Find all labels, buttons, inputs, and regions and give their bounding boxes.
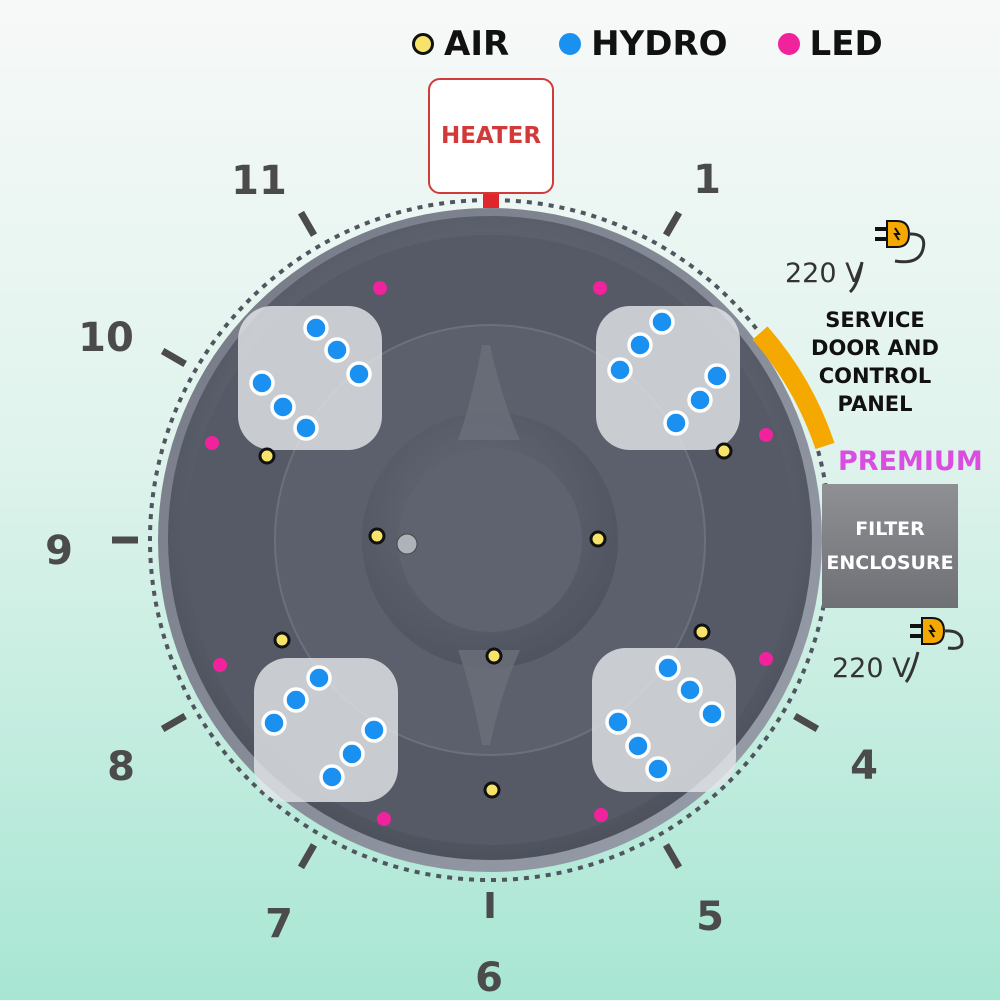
hydro-jet bbox=[249, 370, 275, 396]
service-line-3: CONTROL bbox=[818, 364, 932, 388]
hour-label-10: 10 bbox=[78, 315, 134, 361]
legend-led-label: LED bbox=[809, 24, 883, 64]
hydro-jet bbox=[677, 677, 703, 703]
led-light bbox=[759, 652, 773, 666]
clock-tick-10 bbox=[160, 347, 187, 368]
service-line-2: DOOR AND bbox=[811, 336, 939, 360]
service-line-4: PANEL bbox=[837, 392, 913, 416]
legend-led: LED bbox=[777, 24, 883, 64]
led-light bbox=[593, 281, 607, 295]
led-light bbox=[594, 808, 608, 822]
clock-tick-5 bbox=[662, 843, 683, 870]
led-light bbox=[377, 812, 391, 826]
hydro-jet bbox=[645, 756, 671, 782]
air-jet bbox=[485, 647, 503, 665]
filter-enclosure: FILTER ENCLOSURE bbox=[822, 484, 958, 608]
hydro-jet bbox=[699, 701, 725, 727]
plug-icon bbox=[910, 617, 964, 650]
hydro-jet bbox=[663, 410, 689, 436]
air-jet bbox=[715, 442, 733, 460]
hydro-jet bbox=[283, 687, 309, 713]
heater-label: HEATER bbox=[440, 123, 542, 149]
filter-line-1: FILTER bbox=[855, 518, 925, 540]
clock-tick-8 bbox=[160, 712, 187, 733]
tub-fin-top bbox=[458, 345, 520, 440]
air-dot-icon bbox=[412, 33, 434, 55]
service-line-1: SERVICE bbox=[825, 308, 925, 332]
clock-tick-4 bbox=[793, 712, 820, 733]
hydro-jet bbox=[649, 309, 675, 335]
hydro-jet bbox=[704, 363, 730, 389]
power-wire bbox=[848, 261, 864, 294]
hydro-jet bbox=[687, 387, 713, 413]
air-jet bbox=[258, 447, 276, 465]
hydro-jet bbox=[319, 764, 345, 790]
hydro-dot-icon bbox=[559, 33, 582, 55]
led-light bbox=[205, 436, 219, 450]
hydro-jet bbox=[361, 717, 387, 743]
led-light bbox=[373, 281, 387, 295]
led-light bbox=[759, 428, 773, 442]
hydro-jet bbox=[261, 710, 287, 736]
hydro-jet bbox=[605, 709, 631, 735]
hour-label-8: 8 bbox=[107, 744, 135, 790]
service-door-panel bbox=[752, 326, 835, 450]
legend-hydro: HYDRO bbox=[559, 24, 728, 64]
hour-label-11: 11 bbox=[231, 158, 287, 204]
hydro-jet bbox=[627, 332, 653, 358]
voltage-label-bottom: 220 V bbox=[832, 653, 911, 684]
hydro-jet bbox=[339, 741, 365, 767]
hydro-jet bbox=[625, 733, 651, 759]
hour-label-5: 5 bbox=[696, 894, 724, 940]
clock-tick-1 bbox=[662, 210, 683, 237]
hydro-jet bbox=[270, 394, 296, 420]
hour-label-9: 9 bbox=[45, 528, 73, 574]
hydro-jet bbox=[607, 357, 633, 383]
service-panel-label: SERVICE DOOR AND CONTROL PANEL bbox=[805, 306, 945, 418]
voltage-label-top: 220 V bbox=[785, 258, 864, 289]
air-jet bbox=[483, 781, 501, 799]
tub-center-top bbox=[398, 448, 582, 632]
air-jet bbox=[693, 623, 711, 641]
hydro-jet bbox=[346, 361, 372, 387]
tub-fin-bottom bbox=[458, 650, 520, 745]
led-light bbox=[213, 658, 227, 672]
plug-icon bbox=[875, 220, 926, 264]
hydro-jet bbox=[306, 665, 332, 691]
legend-air-label: AIR bbox=[444, 24, 510, 64]
power-wire bbox=[904, 651, 920, 683]
hydro-jet bbox=[293, 415, 319, 441]
air-jet bbox=[589, 530, 607, 548]
heater-connector bbox=[483, 194, 499, 208]
air-jet bbox=[368, 527, 386, 545]
hour-label-1: 1 bbox=[693, 157, 721, 203]
legend-air: AIR bbox=[412, 24, 509, 64]
heater-box: HEATER bbox=[428, 78, 554, 194]
drain bbox=[396, 533, 418, 555]
hydro-jet bbox=[655, 655, 681, 681]
filter-line-2: ENCLOSURE bbox=[826, 552, 954, 574]
hour-label-4: 4 bbox=[850, 743, 878, 789]
led-dot-icon bbox=[777, 33, 800, 55]
legend: AIR HYDRO LED bbox=[412, 24, 883, 64]
hour-label-7: 7 bbox=[265, 901, 293, 947]
clock-tick-7 bbox=[297, 843, 318, 870]
legend-hydro-label: HYDRO bbox=[591, 24, 728, 64]
hour-label-6: 6 bbox=[475, 955, 503, 1001]
premium-label: PREMIUM bbox=[838, 446, 983, 477]
clock-tick-11 bbox=[297, 210, 318, 237]
hydro-jet bbox=[303, 315, 329, 341]
hydro-jet bbox=[324, 337, 350, 363]
air-jet bbox=[273, 631, 291, 649]
